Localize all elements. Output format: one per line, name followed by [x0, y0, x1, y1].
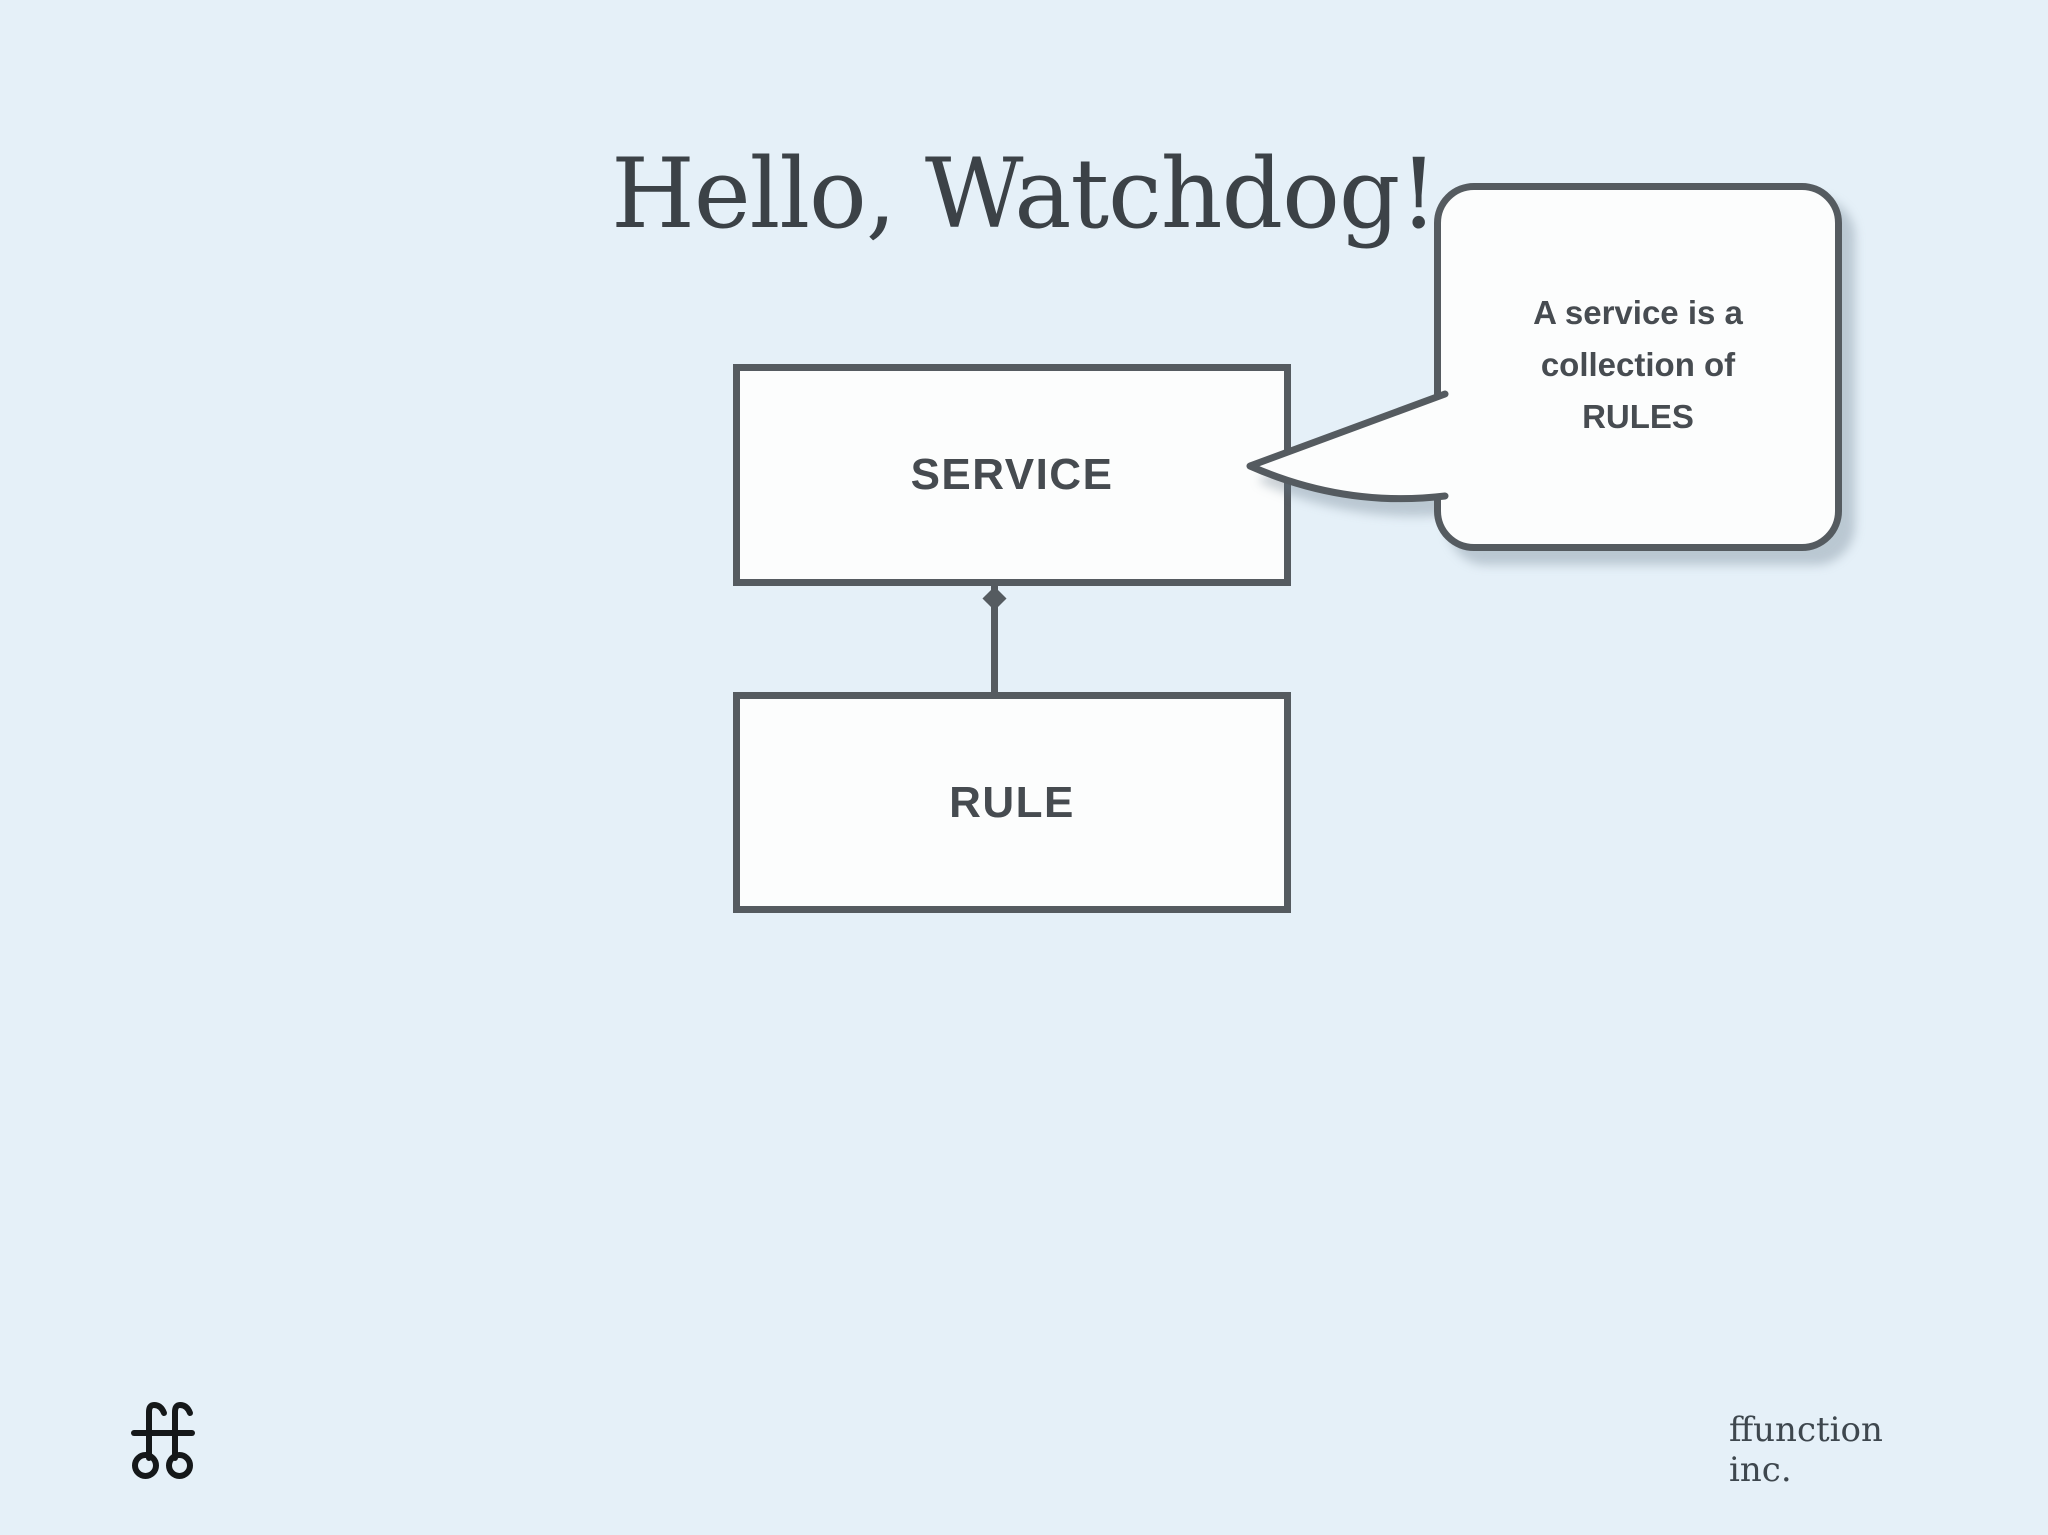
service-node-label: SERVICE [910, 450, 1114, 499]
composition-diamond-icon [982, 586, 1007, 611]
callout-line-2: collection of [1540, 346, 1736, 383]
ffunction-logo-icon [131, 1402, 195, 1479]
connector-line [991, 586, 998, 693]
speech-bubble-text: A service is a collection of RULES [1434, 287, 1842, 443]
rule-node-label: RULE [949, 777, 1075, 827]
slide-title: Hello, Watchdog! [611, 138, 1438, 250]
speech-bubble-body [1434, 183, 1842, 551]
company-name-line-2: inc. [1729, 1450, 1792, 1490]
diagram-node-service: SERVICE [733, 364, 1291, 586]
callout-line-3: RULES [1582, 398, 1694, 435]
company-name-line-1: ffunction [1729, 1410, 1883, 1450]
callout-line-1: A service is a [1533, 294, 1743, 331]
company-name: ffunction inc. [1729, 1410, 1883, 1490]
diagram-node-rule: RULE [733, 692, 1291, 913]
